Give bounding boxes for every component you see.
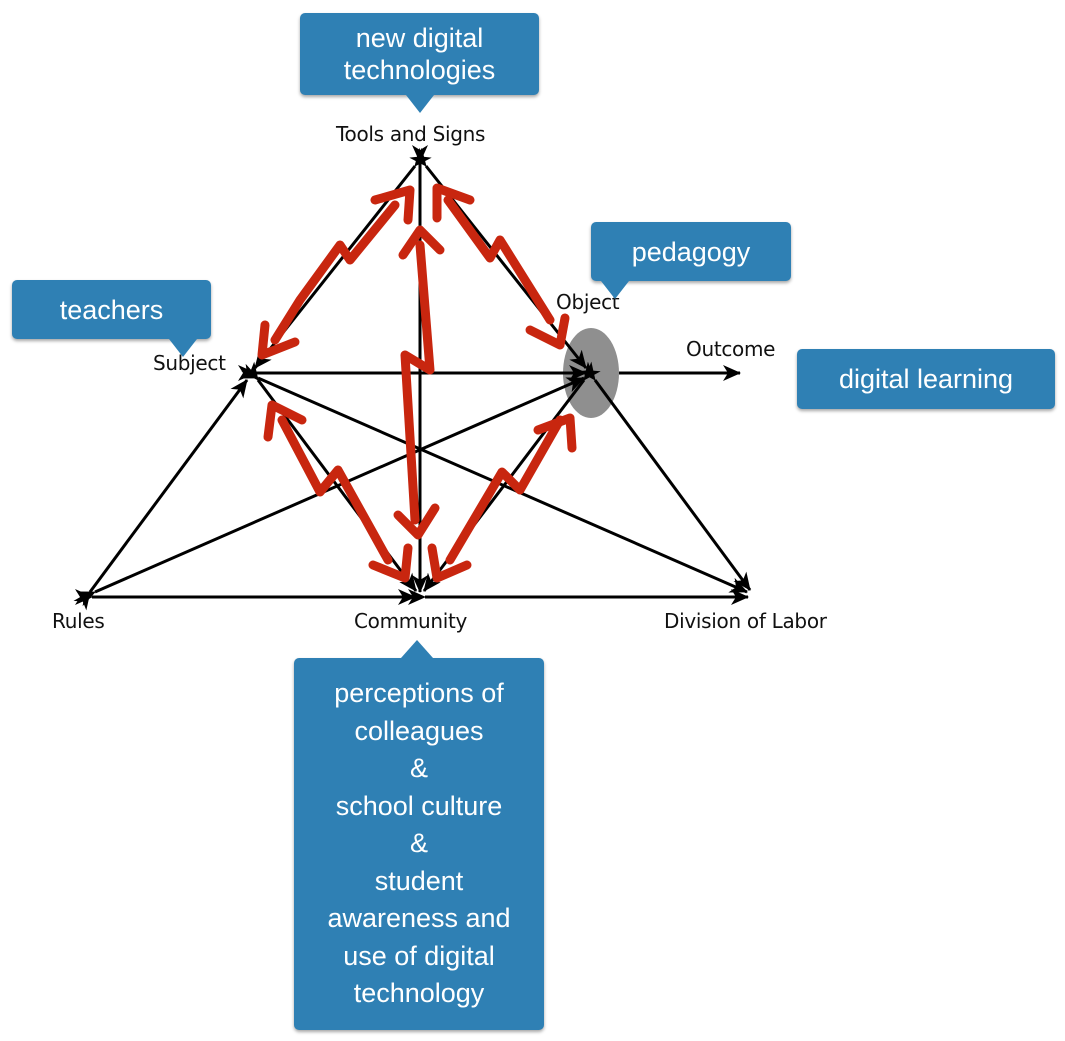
tension-subject-community	[277, 415, 393, 565]
callout-community-line-7: awareness and	[327, 903, 511, 934]
node-rules: Rules	[52, 609, 105, 633]
callout-community-line-3: &	[409, 753, 428, 784]
tension-tools-object-head-bottom	[525, 313, 570, 350]
tension-tools-object	[443, 195, 555, 325]
callout-outcome-line-1: digital learning	[838, 364, 1014, 394]
tension-arrows	[257, 183, 577, 583]
callout-community-line-9: technology	[353, 978, 485, 1009]
callout-community-tail	[401, 640, 433, 658]
tension-tools-object-head-top	[432, 183, 475, 223]
callout-object-tail	[601, 281, 629, 299]
callout-object: pedagogy	[591, 222, 791, 299]
tension-center	[400, 240, 435, 525]
tension-object-community-head-top	[533, 413, 577, 453]
callout-subject-tail	[169, 339, 197, 357]
tension-tools-subject	[270, 200, 400, 345]
tension-subject-community-head-bottom	[368, 543, 413, 583]
tension-center-head-top	[398, 225, 445, 260]
tension-object-community-head-bottom	[427, 543, 472, 583]
callout-community-line-5: &	[409, 828, 428, 859]
callout-tools-line-1: new digital	[355, 23, 484, 53]
tension-object-community	[445, 415, 565, 565]
callout-tools-line-2: technologies	[343, 55, 496, 85]
callout-community-line-2: colleagues	[354, 715, 484, 746]
node-community: Community	[354, 609, 468, 633]
tension-subject-community-head-top	[263, 400, 307, 442]
callout-community-line-1: perceptions of	[334, 678, 504, 709]
tension-tools-subject-head-bottom	[257, 320, 300, 360]
node-outcome: Outcome	[686, 337, 776, 361]
node-division-of-labor: Division of Labor	[664, 609, 827, 633]
line-object-division	[578, 361, 752, 591]
callout-tools-tail	[406, 95, 434, 113]
node-tools-and-signs: Tools and Signs	[336, 122, 486, 146]
callout-outcome: digital learning	[797, 349, 1055, 409]
callout-object-line-1: pedagogy	[631, 236, 751, 267]
callout-community-line-8: use of digital	[343, 940, 495, 971]
tension-tools-subject-head-top	[370, 185, 415, 225]
callout-tools: new digital technologies	[300, 13, 539, 113]
tension-center-head-bottom	[393, 503, 440, 540]
callout-subject-line-1: teachers	[59, 294, 164, 325]
callout-subject: teachers	[12, 280, 211, 357]
callout-community: perceptions of colleagues & school cultu…	[294, 640, 544, 1030]
callout-community-line-4: school culture	[335, 790, 503, 821]
callout-community-line-6: student	[374, 865, 464, 896]
